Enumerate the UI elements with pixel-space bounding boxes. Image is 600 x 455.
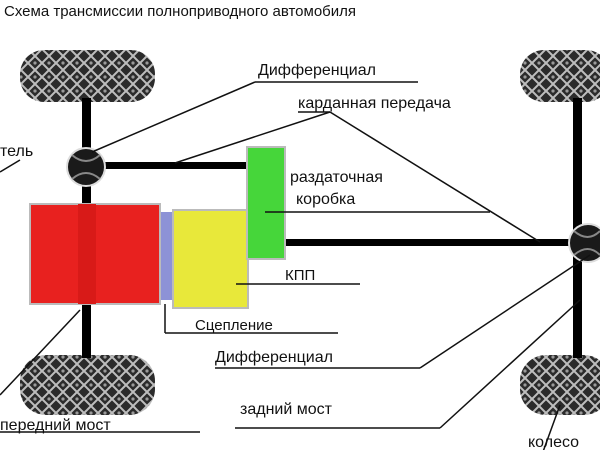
transfer-case-block xyxy=(246,146,286,260)
leader-lines xyxy=(0,81,591,455)
tire-tread-icon xyxy=(20,50,600,415)
label-front-axle: передний мост xyxy=(0,417,111,434)
label-driveshaft: карданная передача xyxy=(298,95,451,112)
front-right-wheel xyxy=(20,355,155,415)
label-wheel: колесо xyxy=(528,434,579,450)
label-transfer-case-1: раздаточная xyxy=(290,169,383,186)
rear-left-wheel xyxy=(520,50,600,102)
front-left-wheel xyxy=(20,50,155,102)
rear-differential xyxy=(568,223,600,263)
label-transfer-case-2: коробка xyxy=(296,191,355,208)
diagram-title: Схема трансмиссии полноприводного автомо… xyxy=(4,3,356,20)
engine-divider xyxy=(78,204,96,304)
rear-driveshaft xyxy=(285,239,575,246)
label-gearbox: КПП xyxy=(285,267,315,284)
label-clutch: Сцепление xyxy=(195,317,273,334)
label-engine: тель xyxy=(0,143,33,160)
gearbox-block xyxy=(172,209,249,309)
front-driveshaft xyxy=(90,162,250,169)
differential-hub-icon xyxy=(66,147,600,263)
label-rear-axle: задний мост xyxy=(240,401,333,418)
rear-right-wheel xyxy=(520,355,600,415)
front-differential xyxy=(66,147,106,187)
label-differential-rear: Дифференциал xyxy=(215,349,333,366)
label-differential-front: Дифференциал xyxy=(258,62,376,79)
clutch-block xyxy=(161,212,173,300)
